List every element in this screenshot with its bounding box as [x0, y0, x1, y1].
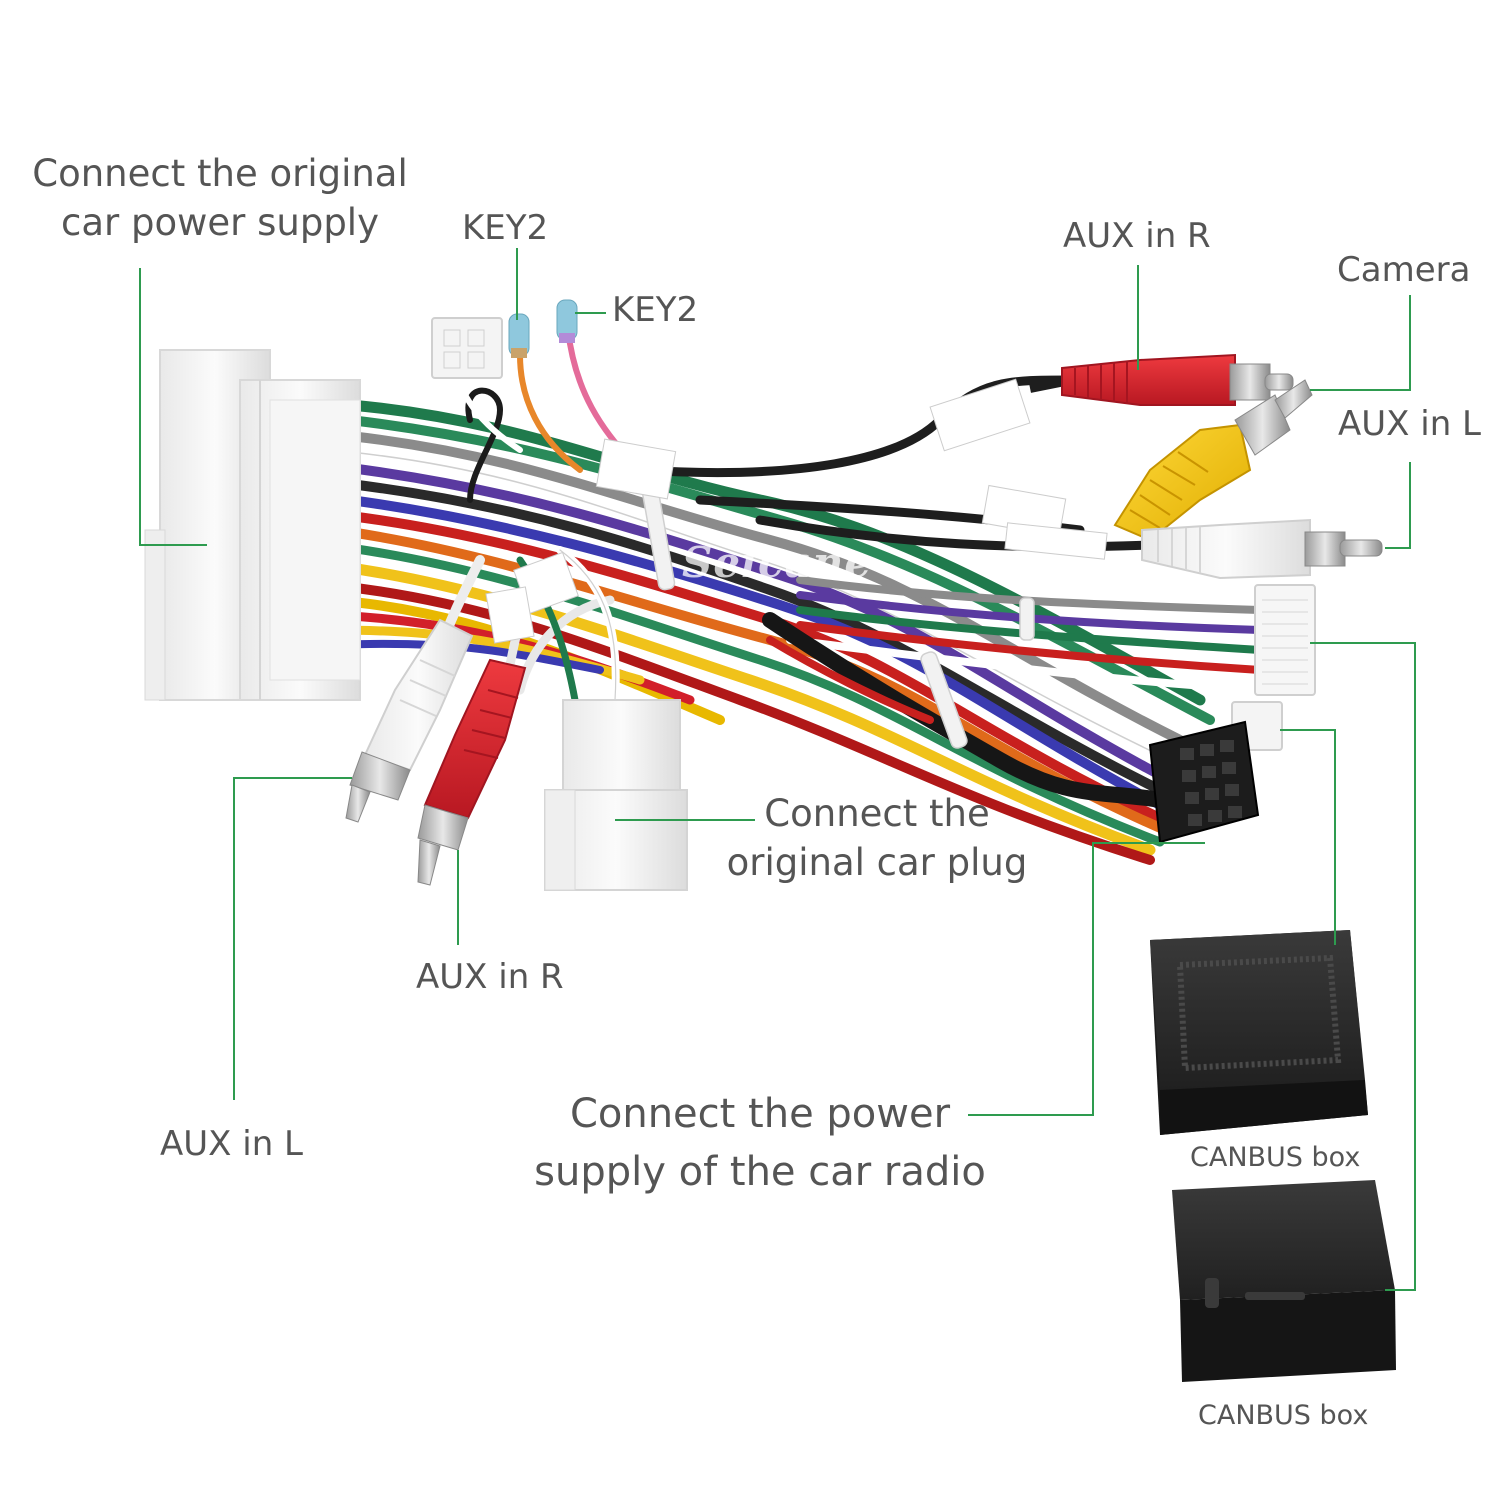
canbus-box-2 — [1172, 1180, 1396, 1382]
label-radio-power: Connect the power supply of the car radi… — [534, 1091, 986, 1195]
main-connector — [144, 349, 361, 701]
label-car-plug: Connect the original car plug — [726, 792, 1028, 884]
leader-aux-l-bottom — [233, 777, 352, 1100]
label-power-supply: Connect the original car power supply — [32, 152, 408, 244]
label-canbus-1: CANBUS box — [1190, 1142, 1361, 1173]
leader-power-supply — [139, 268, 207, 546]
label-aux-l-bottom: AUX in L — [160, 1124, 303, 1164]
label-canbus-2: CANBUS box — [1198, 1400, 1369, 1431]
label-aux-r-bottom: AUX in R — [416, 957, 564, 997]
watermark: Seicane — [682, 538, 873, 587]
original-car-plug — [544, 699, 688, 891]
key2-caps — [508, 299, 578, 358]
small-connector-top — [431, 317, 503, 379]
label-aux-l-right: AUX in L — [1338, 404, 1481, 444]
leader-radio-power — [968, 842, 1205, 1116]
label-camera: Camera — [1337, 250, 1471, 290]
label-key2-right: KEY2 — [612, 290, 699, 330]
rca-white-right — [1141, 518, 1383, 580]
canbus-box-1 — [1150, 930, 1368, 1135]
wire-tags — [485, 378, 1108, 644]
rca-red-bottom — [417, 658, 527, 886]
leader-canbus-2 — [1310, 642, 1416, 1291]
radio-power-connector — [1148, 720, 1260, 844]
leader-aux-l-right — [1385, 462, 1411, 549]
label-aux-r-top: AUX in R — [1063, 216, 1211, 256]
label-key2-upper: KEY2 — [462, 208, 549, 248]
leader-canbus-1 — [1280, 729, 1336, 945]
leader-camera — [1310, 295, 1411, 391]
rca-red-top — [1029, 353, 1294, 406]
leader-lines — [139, 248, 1416, 1291]
rca-white-bottom — [345, 618, 474, 823]
wire-bundle — [324, 327, 1264, 865]
